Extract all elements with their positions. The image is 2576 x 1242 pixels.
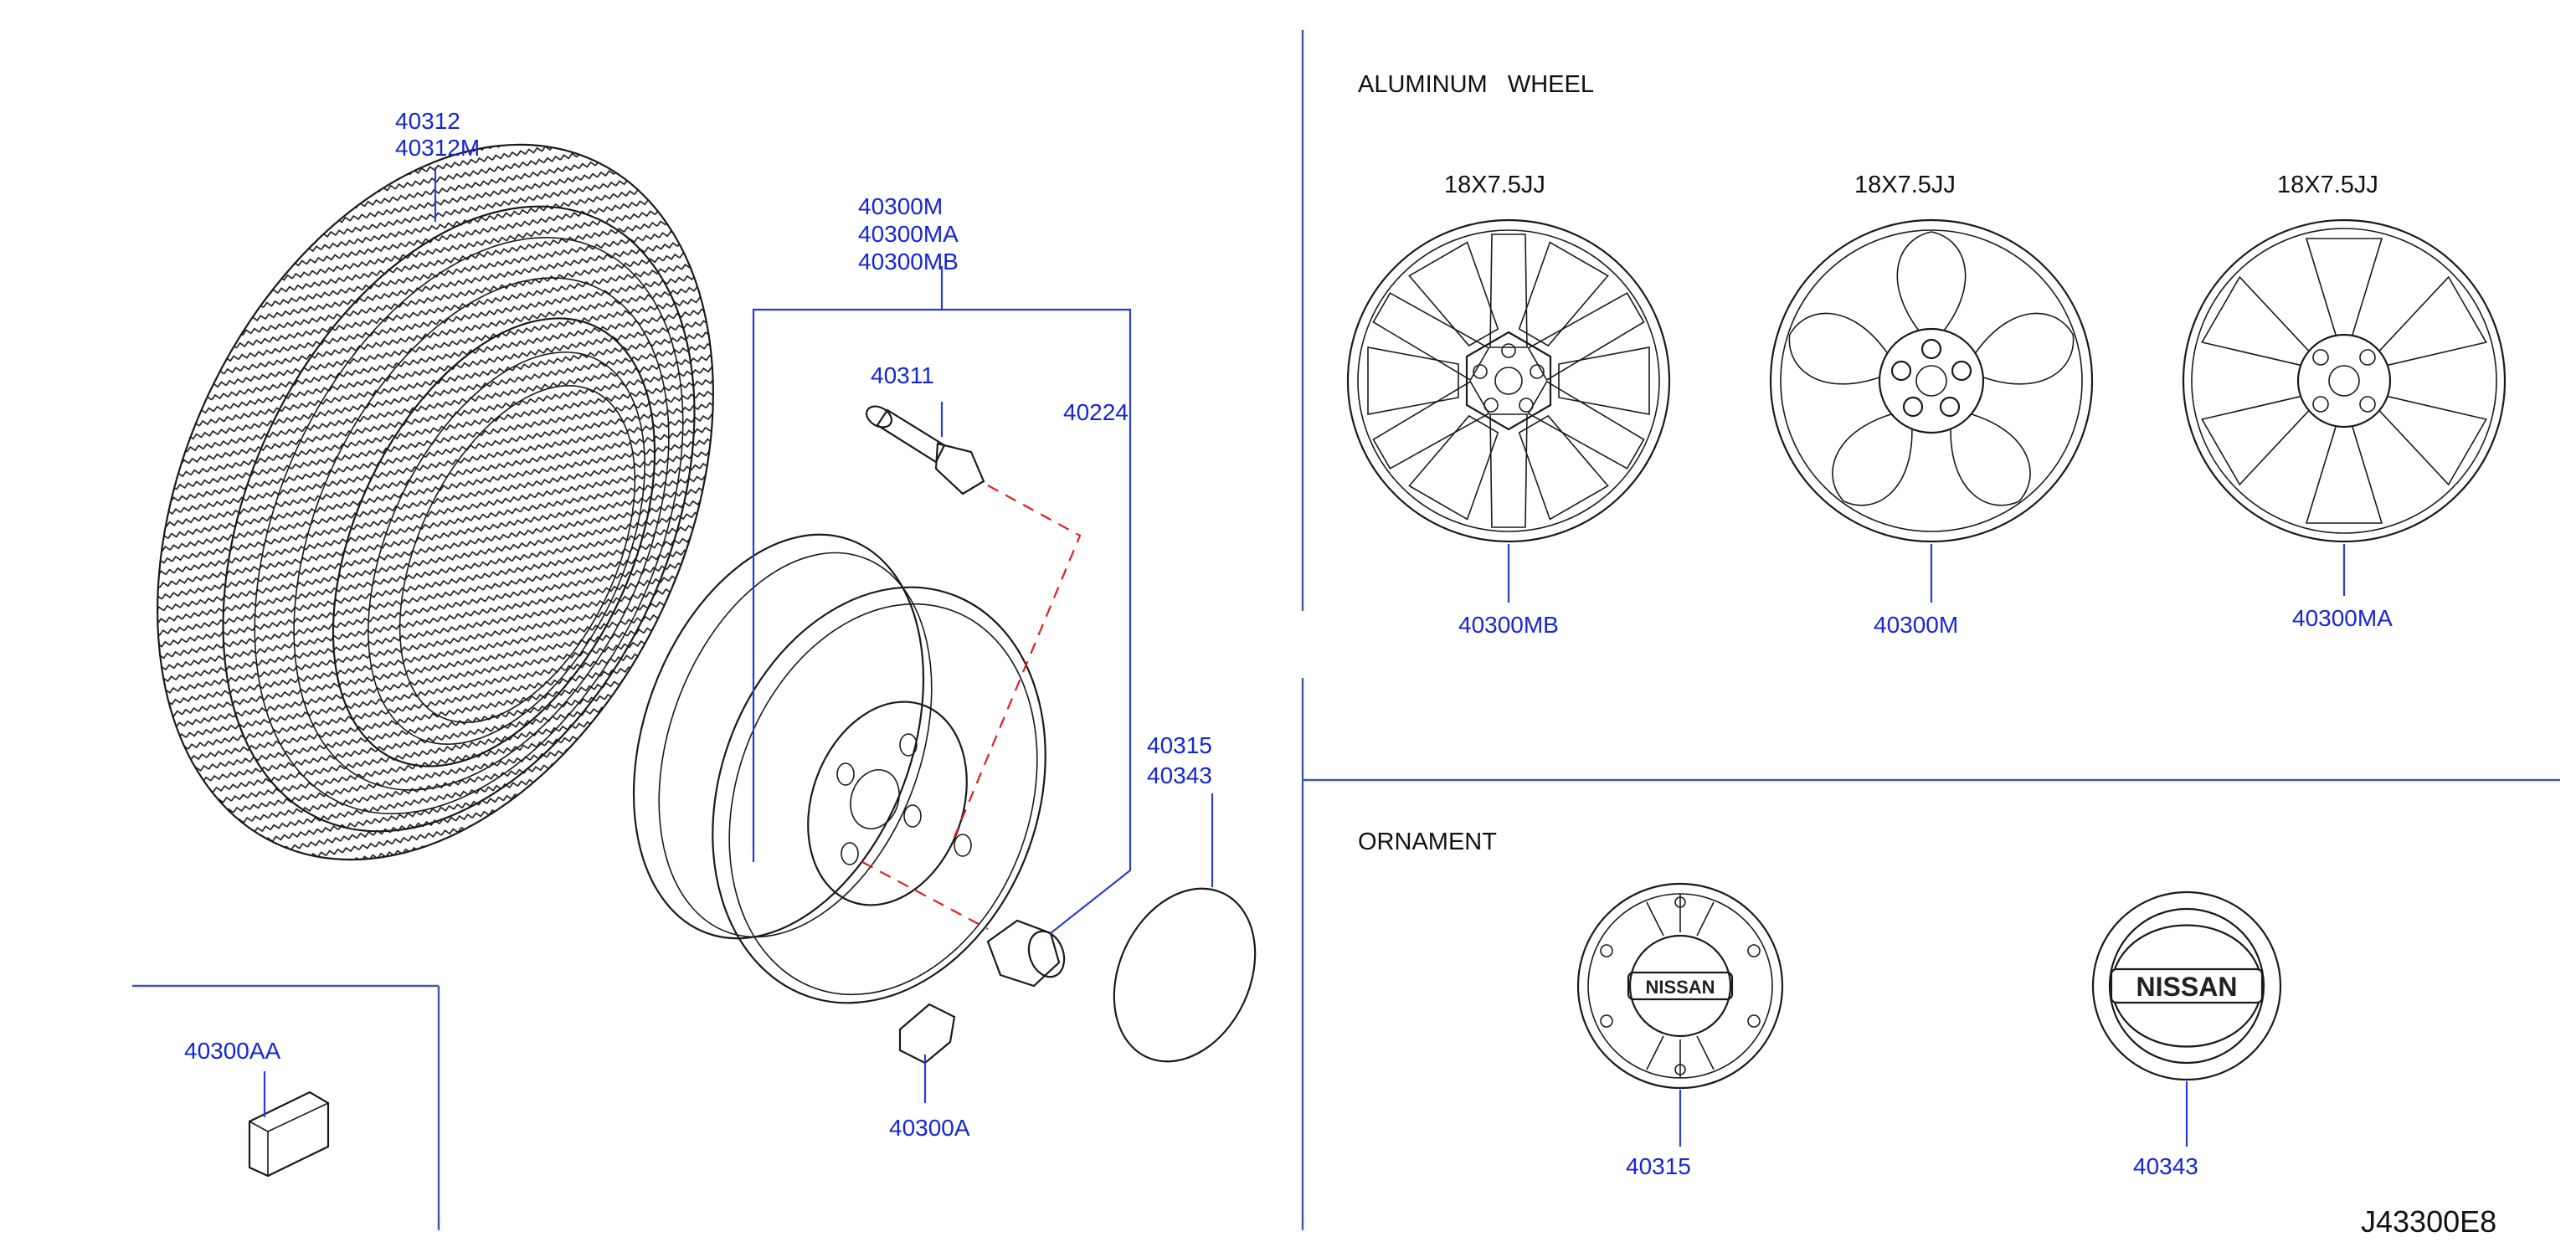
part-number-ornament-2[interactable]: 40343 [2133, 1153, 2198, 1179]
part-number-ornament-1[interactable]: 40315 [1626, 1153, 1691, 1179]
wheel-2-drawing [1769, 218, 2094, 543]
wheel-size-2: 18X7.5JJ [1854, 172, 1956, 198]
dashed-guides [861, 485, 1082, 930]
center-cap-drawing [1113, 887, 1257, 1063]
part-number-balance-weight-aa[interactable]: 40300AA [184, 1038, 281, 1064]
wheel-1-drawing [1346, 218, 1671, 543]
part-number-tire-m[interactable]: 40312M [395, 135, 480, 161]
part-number-tire[interactable]: 40312 [395, 108, 460, 134]
part-number-wheel-assy-ma[interactable]: 40300MA [858, 221, 959, 247]
wheel-3-drawing [2182, 218, 2507, 543]
part-number-balance-weight-a[interactable]: 40300A [889, 1115, 970, 1141]
section-title-aluminum-wheel: ALUMINUM WHEEL [1358, 71, 1594, 98]
ornament-2-drawing: NISSAN [2091, 890, 2282, 1081]
part-number-cap-40315[interactable]: 40315 [1147, 732, 1212, 758]
part-number-wheel-1[interactable]: 40300MB [1458, 612, 1559, 638]
part-number-valve[interactable]: 40311 [871, 362, 934, 388]
part-number-wheel-2[interactable]: 40300M [1874, 612, 1958, 638]
ornament-1-drawing: NISSAN [1576, 882, 1784, 1090]
wheel-size-1: 18X7.5JJ [1444, 172, 1545, 198]
tire-drawing [157, 143, 714, 861]
ornament-1-logo: NISSAN [1645, 977, 1715, 998]
frame-lines [132, 30, 2560, 1230]
part-number-wheel-assy-mb[interactable]: 40300MB [858, 249, 959, 275]
part-number-nut[interactable]: 40224 [1063, 399, 1129, 425]
lug-nut-drawing [986, 919, 1066, 988]
valve-stem-drawing [865, 405, 985, 495]
leader-lines [263, 167, 1214, 1117]
wheel-size-3: 18X7.5JJ [2277, 172, 2378, 198]
balance-weight-aa-drawing [248, 1091, 330, 1178]
part-number-wheel-assy-m[interactable]: 40300M [858, 193, 943, 219]
ornament-2-logo: NISSAN [2136, 972, 2238, 1002]
part-number-wheel-3[interactable]: 40300MA [2292, 605, 2393, 631]
diagram-code: J43300E8 [2361, 1204, 2496, 1239]
part-number-cap-40343[interactable]: 40343 [1147, 762, 1212, 788]
balance-weight-a-drawing [898, 1003, 956, 1065]
section-title-ornament: ORNAMENT [1358, 829, 1497, 855]
